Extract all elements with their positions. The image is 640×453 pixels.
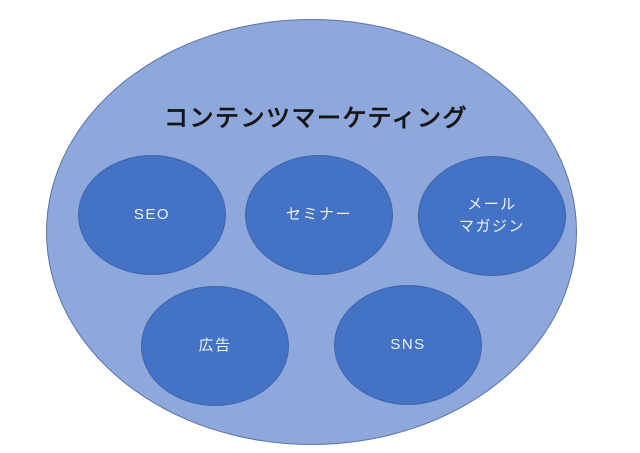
- node-seo: SEO: [78, 155, 226, 275]
- node-seminar: セミナー: [245, 155, 393, 275]
- node-seo-label: SEO: [133, 206, 171, 223]
- node-mail-magazine-label: メール マガジン: [458, 196, 525, 235]
- node-mail-magazine: メール マガジン: [418, 156, 566, 276]
- diagram-title: コンテンツマーケティング: [163, 105, 469, 132]
- node-seminar-label: セミナー: [285, 206, 352, 223]
- node-advertising: 広告: [141, 286, 289, 406]
- node-sns: SNS: [334, 285, 482, 405]
- node-sns-label: SNS: [390, 336, 426, 353]
- node-advertising-label: 広告: [198, 337, 232, 354]
